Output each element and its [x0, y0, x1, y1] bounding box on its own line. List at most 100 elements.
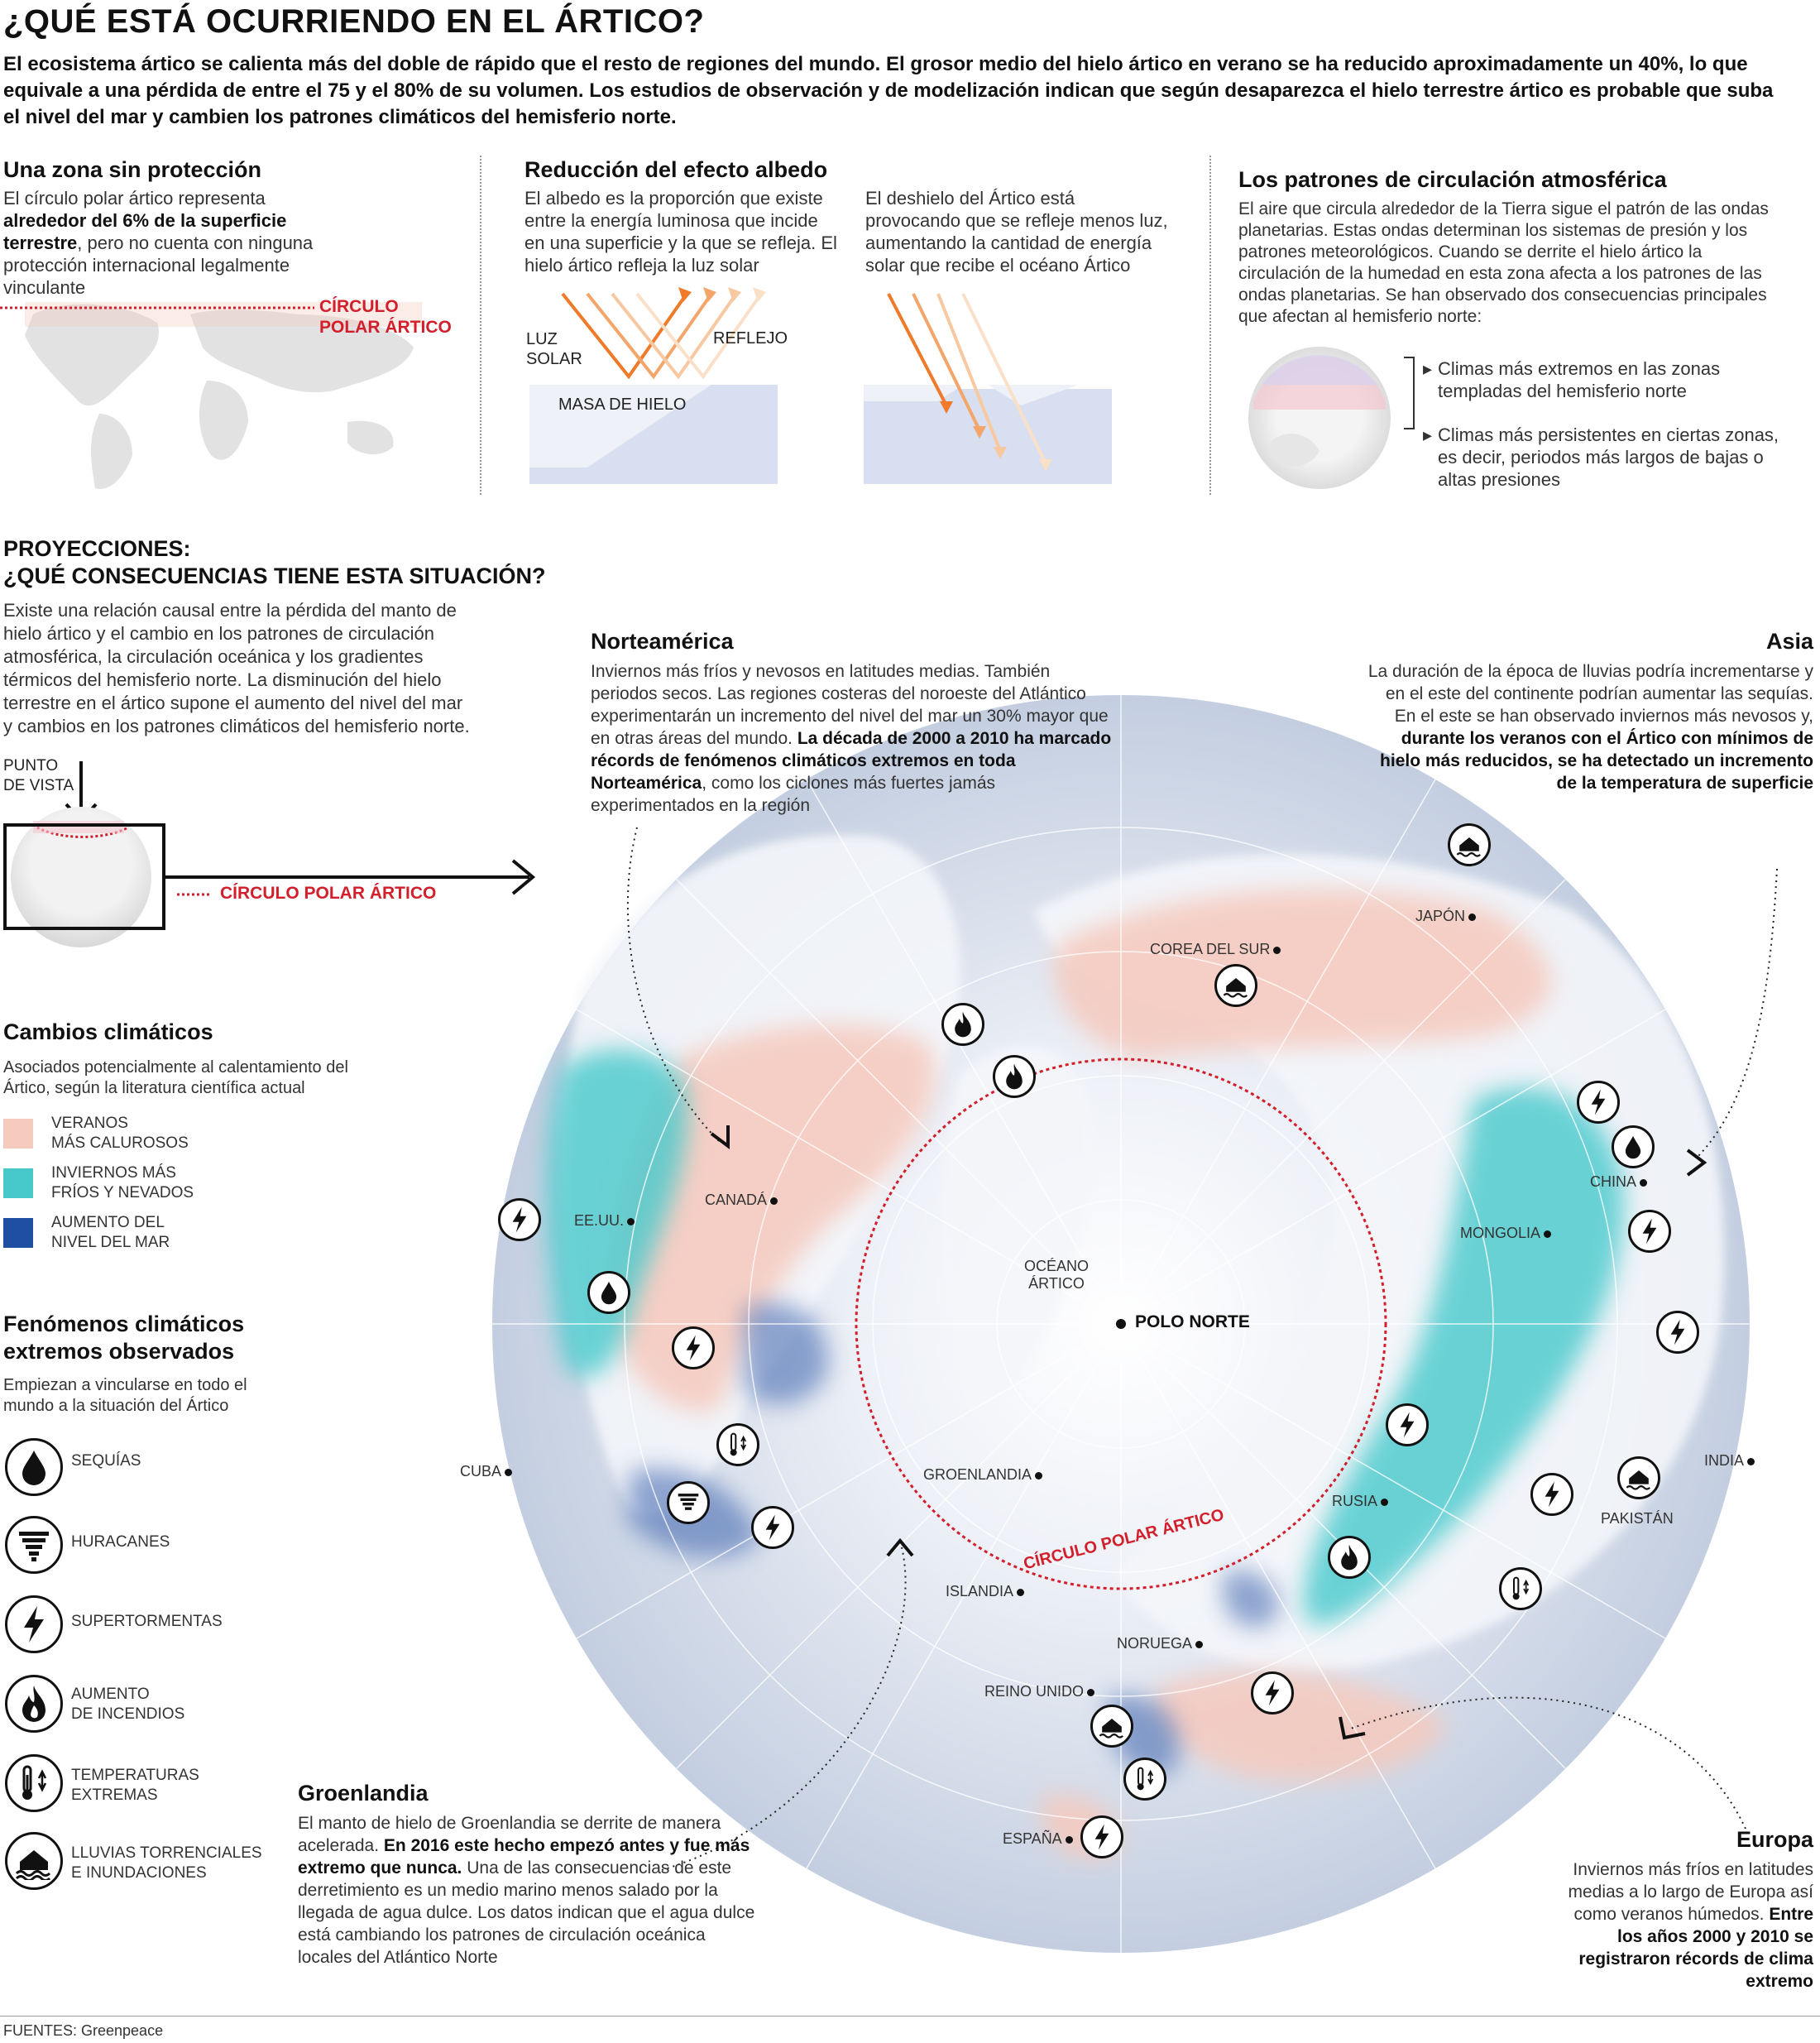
- drop-icon: [5, 1438, 63, 1496]
- place-canada: CANADÁ: [705, 1192, 781, 1209]
- proyecciones-text: Existe una relación causal entre la pérd…: [3, 600, 470, 736]
- divider: [1209, 156, 1211, 495]
- lightning-icon: [498, 1198, 541, 1241]
- polo-norte-label: POLO NORTE: [1135, 1312, 1250, 1331]
- asia-text: La duración de la época de lluvias podrí…: [1367, 662, 1813, 793]
- cambios-title: Cambios climáticos: [3, 1019, 213, 1044]
- drop-icon: [1612, 1125, 1655, 1168]
- europa-title: Europa: [1736, 1827, 1813, 1852]
- legend-supertormentas: SUPERTORMENTAS: [71, 1613, 223, 1630]
- place-cuba: CUBA: [460, 1463, 515, 1480]
- legend-swatch-winter: [3, 1168, 33, 1198]
- place-pakistan: PAKISTÁN: [1601, 1510, 1674, 1527]
- legend-sequias: SEQUÍAS: [71, 1452, 141, 1470]
- flood-icon: [5, 1832, 63, 1890]
- place-espana: ESPAÑA: [1003, 1830, 1076, 1848]
- lightning-icon: [672, 1326, 715, 1369]
- fire-icon: [993, 1055, 1036, 1098]
- place-corea-del-sur: COREA DEL SUR: [1150, 941, 1284, 958]
- lightning-icon: [1080, 1815, 1123, 1858]
- legend-swatch-sea: [3, 1218, 33, 1248]
- asia-title: Asia: [1765, 629, 1813, 654]
- divider: [480, 156, 481, 495]
- place-china: CHINA: [1590, 1173, 1650, 1191]
- fire-icon: [941, 1003, 984, 1046]
- intro-text: El ecosistema ártico se calienta más del…: [3, 53, 1774, 128]
- lightning-icon: [5, 1595, 63, 1653]
- drop-icon: [587, 1271, 630, 1314]
- hurricane-icon: [5, 1516, 63, 1574]
- fire-icon: [1328, 1536, 1371, 1579]
- viewpoint-diagram: [3, 761, 536, 947]
- bracket: [1404, 357, 1415, 429]
- circulacion-text: El aire que circula alrededor de la Tier…: [1238, 199, 1769, 326]
- norteamerica-text: Inviernos más fríos y nevosos en latitud…: [591, 662, 1112, 815]
- place-reino-unido: REINO UNIDO: [984, 1683, 1098, 1700]
- albedo-diagram-melt: [864, 293, 1112, 484]
- masa-hielo-label: MASA DE HIELO: [558, 396, 687, 414]
- zona-text: El círculo polar ártico representa alred…: [3, 188, 314, 298]
- flood-icon: [1617, 1456, 1660, 1499]
- lightning-icon: [1530, 1473, 1573, 1516]
- flood-icon: [1214, 964, 1257, 1007]
- lightning-icon: [751, 1506, 794, 1549]
- world-map-small: [0, 302, 422, 489]
- circulo-label-diagram: CÍRCULO POLAR ÁRTICO: [220, 884, 437, 903]
- place-rusia: RUSIA: [1332, 1493, 1391, 1510]
- reflejo-label: REFLEJO: [713, 329, 788, 348]
- flood-icon: [1448, 823, 1491, 866]
- groenlandia-text: El manto de hielo de Groenlandia se derr…: [298, 1814, 755, 1967]
- fuentes: FUENTES: Greenpeace: [3, 2022, 164, 2039]
- albedo-text-right: El deshielo del Ártico está provocando q…: [865, 188, 1168, 276]
- lightning-icon: [1386, 1403, 1429, 1446]
- lightning-icon: [1251, 1671, 1294, 1714]
- fire-icon: [5, 1675, 63, 1733]
- lightning-icon: [1628, 1210, 1671, 1253]
- thermometer-icon: [1123, 1758, 1166, 1801]
- circulacion-item-1: ▸Climas más extremos en las zonas templa…: [1423, 358, 1721, 401]
- albedo-title: Reducción del efecto albedo: [524, 157, 828, 182]
- cambios-subtitle: Asociados potencialmente al calentamient…: [3, 1058, 348, 1097]
- place-india: INDIA: [1704, 1452, 1758, 1470]
- zona-title: Una zona sin protección: [3, 157, 262, 182]
- place-islandia: ISLANDIA: [946, 1583, 1027, 1600]
- footer-divider: [0, 2016, 1820, 2017]
- circulacion-title: Los patrones de circulación atmosférica: [1238, 167, 1667, 192]
- place-noruega: NORUEGA: [1117, 1635, 1206, 1652]
- europa-text: Inviernos más fríos en latitudes medias …: [1568, 1860, 1813, 1991]
- lightning-icon: [1577, 1081, 1620, 1124]
- thermometer-icon: [1499, 1567, 1542, 1610]
- page-title: ¿QUÉ ESTÁ OCURRIENDO EN EL ÁRTICO?: [3, 3, 705, 40]
- thermometer-icon: [5, 1754, 63, 1812]
- proyecciones-title: PROYECCIONES:¿QUÉ CONSECUENCIAS TIENE ES…: [3, 536, 546, 588]
- albedo-diagram-ice: [529, 287, 778, 484]
- place-mongolia: MONGOLIA: [1460, 1225, 1554, 1242]
- place-eeuu: EE.UU.: [574, 1212, 638, 1230]
- norteamerica-title: Norteamérica: [591, 629, 734, 654]
- flood-icon: [1090, 1705, 1133, 1748]
- thermometer-icon: [716, 1423, 759, 1466]
- place-groenlandia: GROENLANDIA: [923, 1466, 1046, 1484]
- place-japon: JAPÓN: [1415, 908, 1479, 925]
- fenomenos-subtitle: Empiezan a vincularse en todo el mundo a…: [3, 1376, 247, 1415]
- lightning-icon: [1656, 1311, 1699, 1354]
- legend-swatch-summer: [3, 1119, 33, 1149]
- globe-small: [1248, 347, 1391, 489]
- albedo-text-left: El albedo es la proporción que existe en…: [524, 188, 837, 276]
- groenlandia-title: Groenlandia: [298, 1781, 429, 1806]
- circulacion-item-2: ▸Climas más persistentes en ciertas zona…: [1423, 424, 1779, 490]
- legend-huracanes: HURACANES: [71, 1533, 170, 1551]
- hurricane-icon: [667, 1481, 710, 1524]
